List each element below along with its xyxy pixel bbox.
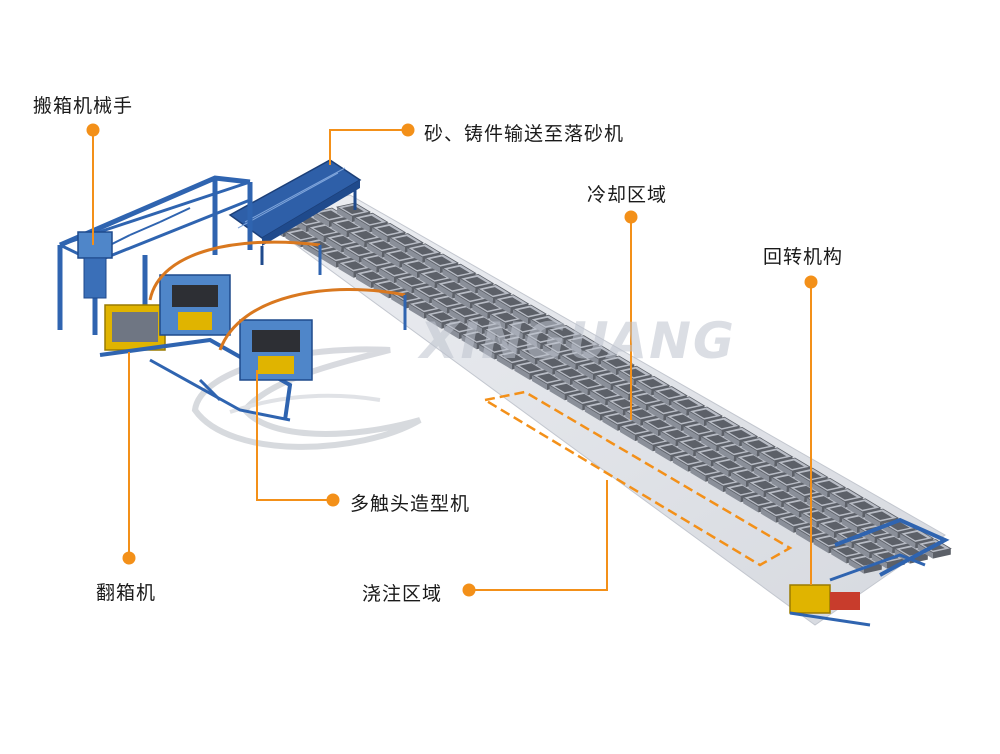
label-pouring: 浇注区域	[362, 583, 443, 605]
rotary-mechanism	[789, 517, 950, 627]
label-cooling: 冷却区域	[587, 184, 668, 206]
molding-machine-2	[218, 245, 407, 381]
sand-flask	[606, 396, 642, 416]
label-rotary: 回转机构	[763, 246, 844, 268]
sand-flask	[501, 334, 537, 355]
label-molding: 多触头造型机	[350, 493, 471, 515]
flask-grid	[266, 202, 952, 574]
label-conveyor: 砂、铸件输送至落砂机	[424, 123, 625, 145]
box-handler-carriage	[77, 231, 113, 259]
dot-flip	[122, 551, 136, 565]
dot-molding	[326, 493, 340, 507]
dot-conveyor	[401, 123, 415, 137]
label-flip: 翻箱机	[96, 582, 157, 604]
callout-dots	[86, 123, 818, 597]
dot-box-handler	[86, 123, 100, 137]
watermark-text: XINGUANG	[420, 312, 736, 370]
pouring-zone-outline	[481, 390, 793, 567]
label-box-handler: 搬箱机械手	[33, 95, 134, 117]
leader-pouring	[469, 480, 608, 591]
leader-molding	[256, 370, 333, 501]
box-handler-gripper	[83, 257, 107, 299]
molding-machine-1	[148, 240, 321, 336]
dot-rotary	[804, 275, 818, 289]
leader-lines	[92, 129, 812, 591]
leader-conveyor	[329, 129, 408, 165]
dot-cooling	[624, 210, 638, 224]
flip-machine	[99, 304, 293, 422]
dot-pouring	[462, 583, 476, 597]
